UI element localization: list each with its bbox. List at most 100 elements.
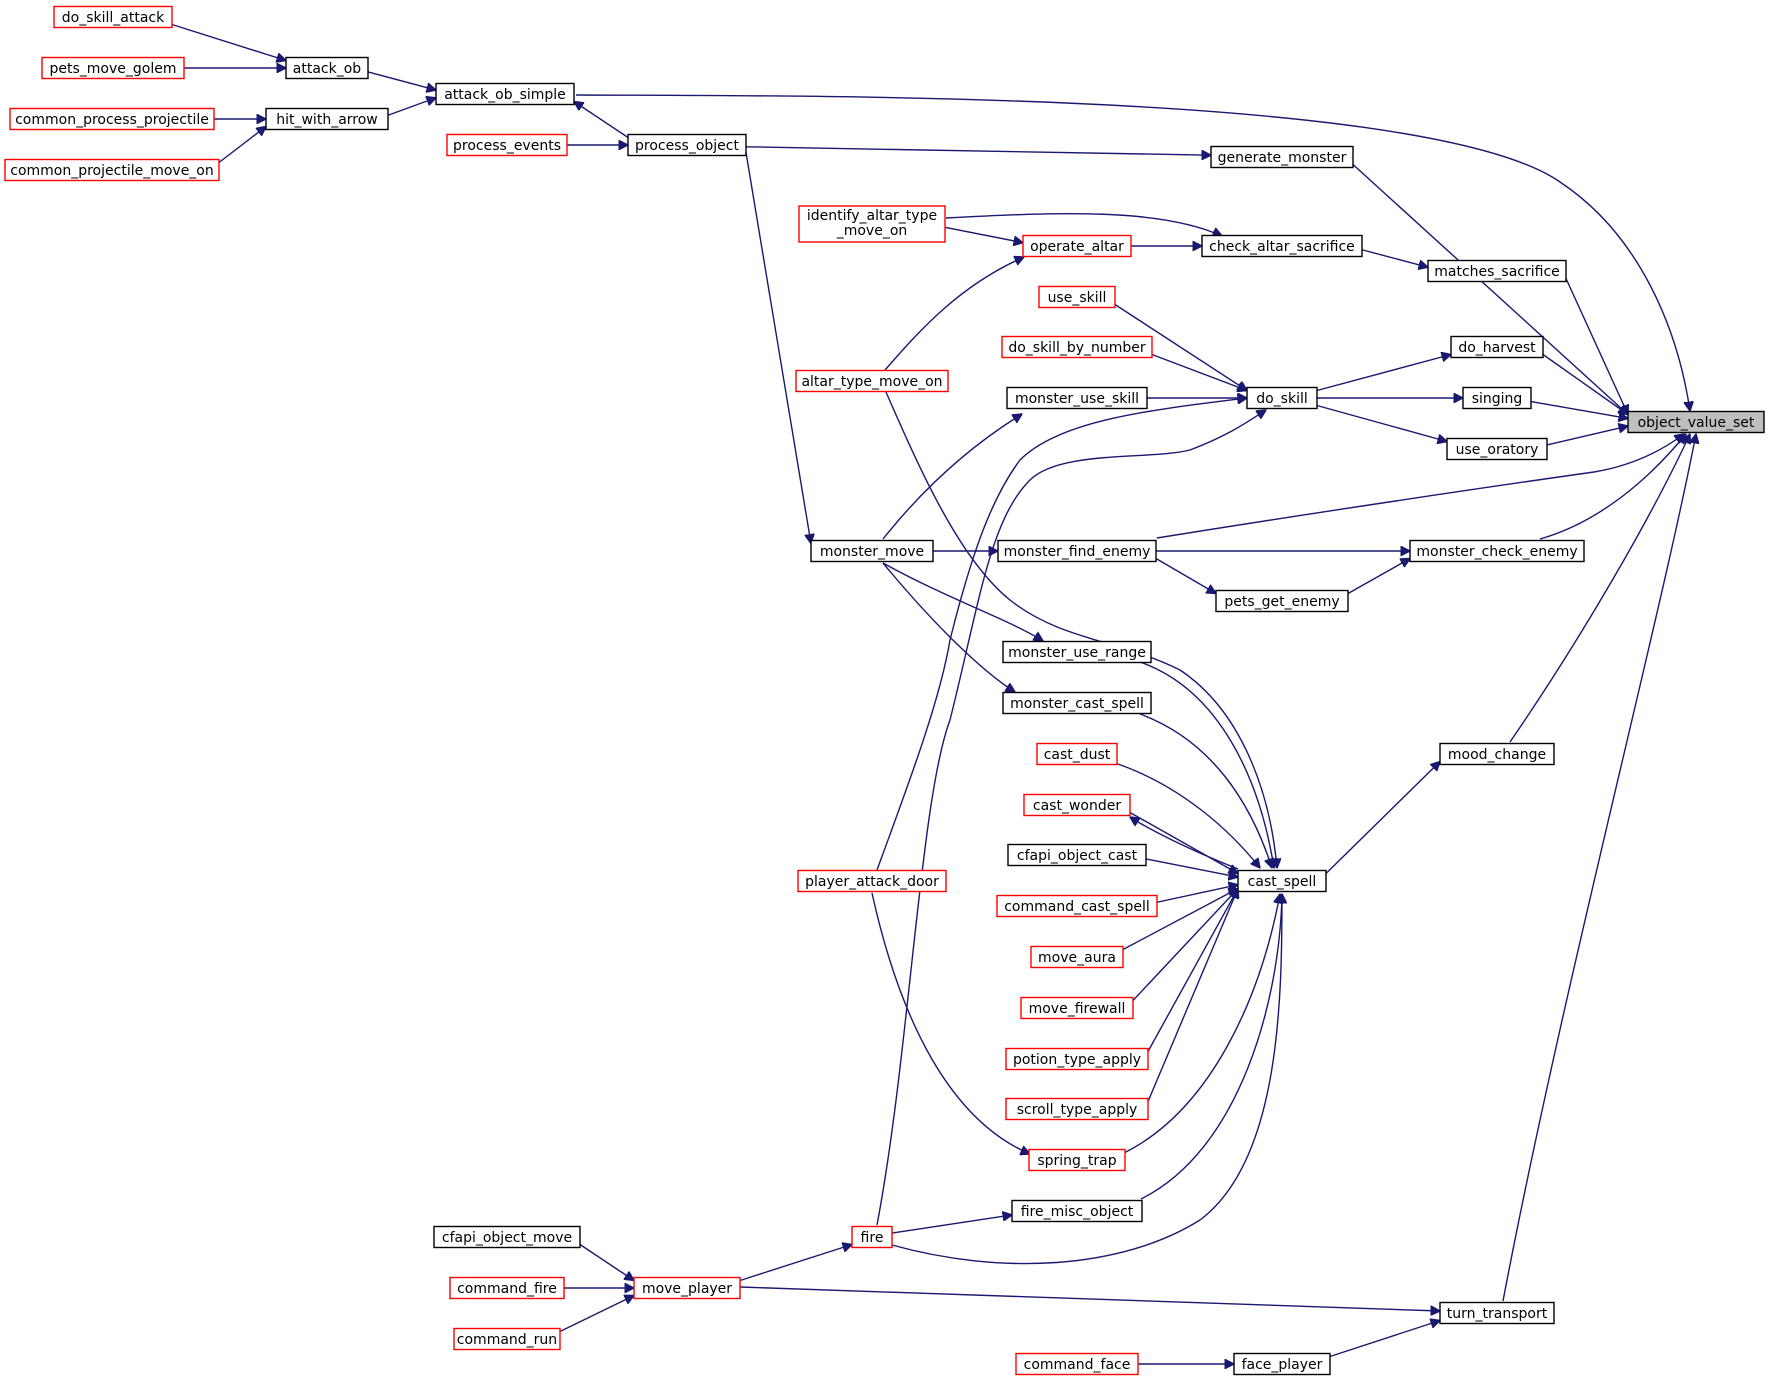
edge-check_altar_sacrifice-to-matches_sacrifice xyxy=(1361,249,1428,268)
node-potion-type-apply[interactable]: potion_type_apply xyxy=(1005,1047,1149,1071)
edge-use_oratory-to-object_value_set xyxy=(1546,426,1628,446)
edge-spring_trap-to-cast_spell xyxy=(1123,894,1280,1154)
node-label: _move_on xyxy=(836,223,908,239)
node-singing[interactable]: singing xyxy=(1462,386,1532,410)
node-label: singing xyxy=(1472,391,1523,407)
node-player-attack-door[interactable]: player_attack_door xyxy=(797,869,947,893)
node-operate-altar[interactable]: operate_altar xyxy=(1022,234,1132,258)
node-box xyxy=(1006,386,1148,410)
node-spring-trap[interactable]: spring_trap xyxy=(1028,1148,1126,1172)
node-label: pets_get_enemy xyxy=(1224,594,1339,610)
node-pets-move-golem[interactable]: pets_move_golem xyxy=(41,56,185,80)
edge-cast_wonder-to-cast_spell xyxy=(1129,811,1238,874)
edge-singing-to-object_value_set xyxy=(1530,400,1628,419)
node-box xyxy=(1450,335,1544,359)
node-monster-use-skill[interactable]: monster_use_skill xyxy=(1006,386,1148,410)
node-mood-change[interactable]: mood_change xyxy=(1439,742,1555,766)
edge-monster_move-to-monster_use_skill xyxy=(882,414,1022,540)
node-label: cfapi_object_cast xyxy=(1017,848,1138,864)
node-fire[interactable]: fire xyxy=(851,1225,893,1249)
edge-potion_type_apply-to-cast_spell xyxy=(1147,889,1238,1052)
edge-move_aura-to-cast_spell xyxy=(1122,889,1238,951)
edge-scroll_type_apply-to-cast_spell xyxy=(1147,889,1238,1102)
node-box xyxy=(997,539,1157,563)
node-scroll-type-apply[interactable]: scroll_type_apply xyxy=(1005,1097,1149,1121)
node-command-cast-spell[interactable]: command_cast_spell xyxy=(996,894,1158,918)
node-generate-monster[interactable]: generate_monster xyxy=(1210,145,1354,169)
node-monster-cast-spell[interactable]: monster_cast_spell xyxy=(1002,691,1152,715)
node-box xyxy=(627,133,747,157)
node-use-skill[interactable]: use_skill xyxy=(1038,285,1116,309)
node-box xyxy=(446,133,568,157)
edge-monster_move-to-monster_cast_spell xyxy=(882,562,1015,692)
node-box xyxy=(1011,1199,1143,1223)
node-command-fire[interactable]: command_fire xyxy=(449,1276,565,1300)
node-cast-wonder[interactable]: cast_wonder xyxy=(1023,793,1131,817)
edge-monster_move-to-monster_use_range xyxy=(882,562,1043,641)
node-command-face[interactable]: command_face xyxy=(1015,1352,1139,1376)
node-fire-misc-object[interactable]: fire_misc_object xyxy=(1011,1199,1143,1223)
edge-player_attack_door-to-spring_trap xyxy=(871,892,1030,1154)
node-monster-move[interactable]: monster_move xyxy=(810,539,934,563)
node-use-oratory[interactable]: use_oratory xyxy=(1446,437,1548,461)
node-label: command_fire xyxy=(457,1281,557,1297)
node-label: cfapi_object_move xyxy=(442,1230,572,1246)
edge-attack_ob_simple-to-object_value_set xyxy=(575,94,1690,411)
node-label: generate_monster xyxy=(1218,150,1347,166)
node-object-value-set[interactable]: object_value_set xyxy=(1627,410,1765,434)
node-monster-find-enemy[interactable]: monster_find_enemy xyxy=(997,539,1157,563)
node-pets-get-enemy[interactable]: pets_get_enemy xyxy=(1215,589,1349,613)
node-label: attack_ob_simple xyxy=(444,87,566,103)
node-command-run[interactable]: command_run xyxy=(453,1327,561,1351)
node-do-harvest[interactable]: do_harvest xyxy=(1450,335,1544,359)
node-move-aura[interactable]: move_aura xyxy=(1030,945,1124,969)
node-move-firewall[interactable]: move_firewall xyxy=(1020,996,1134,1020)
node-common-process-projectile[interactable]: common_process_projectile xyxy=(9,107,215,131)
node-label: do_skill xyxy=(1256,391,1308,407)
node-box xyxy=(798,205,946,243)
edge-face_player-to-turn_transport xyxy=(1329,1321,1440,1358)
node-altar-type-move-on[interactable]: altar_type_move_on xyxy=(795,369,949,393)
edge-use_skill-to-do_skill xyxy=(1114,303,1247,391)
node-box xyxy=(1210,145,1354,169)
node-box xyxy=(851,1225,893,1249)
node-process-events[interactable]: process_events xyxy=(446,133,568,157)
node-box xyxy=(996,894,1158,918)
node-cast-spell[interactable]: cast_spell xyxy=(1237,869,1327,893)
node-box xyxy=(53,5,173,29)
node-check-altar-sacrifice[interactable]: check_altar_sacrifice xyxy=(1201,234,1363,258)
node-label: do_skill_by_number xyxy=(1008,340,1146,356)
node-cfapi-object-move[interactable]: cfapi_object_move xyxy=(433,1225,581,1249)
node-identify-altar-type-move-on[interactable]: identify_altar_type_move_on xyxy=(798,205,946,243)
node-label: face_player xyxy=(1242,1357,1323,1373)
node-attack-ob[interactable]: attack_ob xyxy=(285,56,369,80)
node-process-object[interactable]: process_object xyxy=(627,133,747,157)
edge-process_object-to-monster_move xyxy=(745,152,811,544)
node-cfapi-object-cast[interactable]: cfapi_object_cast xyxy=(1007,843,1147,867)
node-matches-sacrifice[interactable]: matches_sacrifice xyxy=(1427,259,1567,283)
node-do-skill[interactable]: do_skill xyxy=(1246,386,1318,410)
node-face-player[interactable]: face_player xyxy=(1233,1352,1331,1376)
node-box xyxy=(1462,386,1532,410)
node-box xyxy=(1439,742,1555,766)
edge-matches_sacrifice-to-object_value_set xyxy=(1565,278,1628,415)
node-turn-transport[interactable]: turn_transport xyxy=(1439,1301,1555,1325)
node-attack-ob-simple[interactable]: attack_ob_simple xyxy=(435,82,575,106)
edge-altar_type_move_on-to-cast_spell xyxy=(885,391,1277,868)
node-label: mood_change xyxy=(1448,747,1546,763)
node-cast-dust[interactable]: cast_dust xyxy=(1036,742,1118,766)
node-label: spring_trap xyxy=(1037,1153,1116,1169)
node-do-skill-by-number[interactable]: do_skill_by_number xyxy=(1001,335,1153,359)
edge-cast_spell-to-mood_change xyxy=(1325,762,1440,874)
node-move-player[interactable]: move_player xyxy=(633,1276,741,1300)
edge-cast_spell-to-cast_wonder xyxy=(1130,817,1239,870)
node-monster-use-range[interactable]: monster_use_range xyxy=(1002,640,1152,664)
node-hit-with-arrow[interactable]: hit_with_arrow xyxy=(265,107,389,131)
node-label: fire_misc_object xyxy=(1021,1204,1134,1220)
edges-layer xyxy=(171,23,1696,1365)
node-do-skill-attack[interactable]: do_skill_attack xyxy=(53,5,173,29)
node-monster-check-enemy[interactable]: monster_check_enemy xyxy=(1409,539,1585,563)
node-label: potion_type_apply xyxy=(1013,1052,1141,1068)
node-box xyxy=(633,1276,741,1300)
node-common-projectile-move-on[interactable]: common_projectile_move_on xyxy=(4,158,220,182)
